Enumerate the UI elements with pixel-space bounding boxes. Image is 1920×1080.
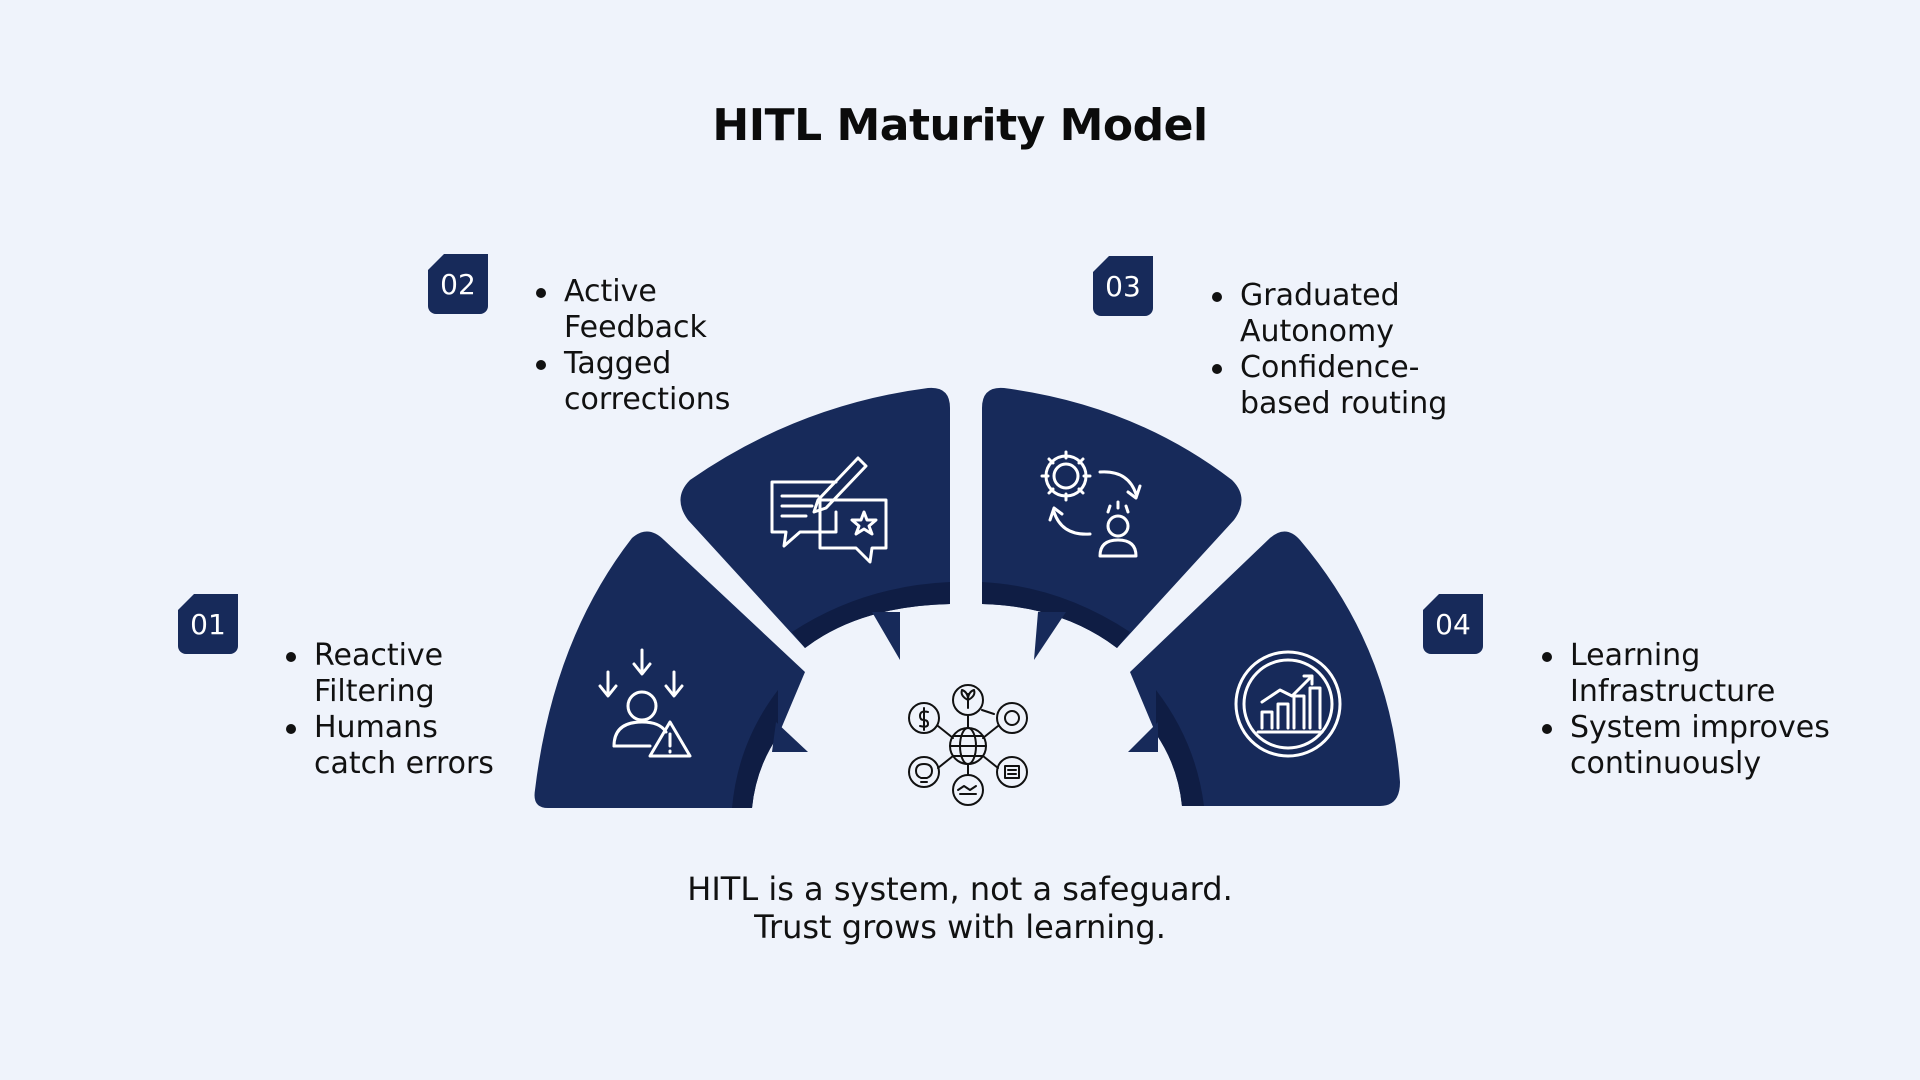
tagline-line-2: Trust grows with learning. bbox=[754, 908, 1166, 946]
bullet-line: corrections bbox=[564, 382, 731, 417]
bullet-line: Active bbox=[564, 274, 657, 309]
page-title: HITL Maturity Model bbox=[712, 100, 1208, 151]
bullet-line: Filtering bbox=[314, 674, 435, 709]
stage-02-bullets: Active Feedback Tagged corrections bbox=[534, 274, 730, 418]
segment-inner-arc-01 bbox=[732, 690, 778, 808]
bullet-line: Reactive bbox=[314, 638, 444, 673]
chat-feedback-with-pen-and-star-icon bbox=[770, 456, 888, 564]
bullet-line: Infrastructure bbox=[1570, 674, 1776, 709]
segment-shape-01 bbox=[534, 531, 805, 808]
bullet-item: Confidence- based routing bbox=[1210, 350, 1447, 422]
bullet-line: continuously bbox=[1570, 746, 1762, 781]
segment-01 bbox=[534, 531, 808, 808]
segment-pointer-01 bbox=[772, 722, 808, 752]
bullet-line: Feedback bbox=[564, 310, 707, 345]
bullet-line: Graduated bbox=[1240, 278, 1400, 313]
segment-shape-04 bbox=[1130, 531, 1400, 806]
bullet-item: Reactive Filtering bbox=[284, 638, 494, 710]
tagline-line-1: HITL is a system, not a safeguard. bbox=[687, 870, 1233, 908]
stage-04-bullets: Learning Infrastructure System improves … bbox=[1540, 638, 1830, 782]
segment-inner-arc-02 bbox=[792, 582, 950, 648]
bullet-line: Tagged bbox=[564, 346, 672, 381]
bullet-item: Tagged corrections bbox=[534, 346, 730, 418]
segment-03 bbox=[982, 387, 1242, 660]
bullet-line: catch errors bbox=[314, 746, 494, 781]
bullet-item: Active Feedback bbox=[534, 274, 730, 346]
bullet-line: based routing bbox=[1240, 386, 1448, 421]
segment-shape-02 bbox=[680, 387, 950, 648]
bullet-item: Learning Infrastructure bbox=[1540, 638, 1830, 710]
stage-03-bullets: Graduated Autonomy Confidence- based rou… bbox=[1210, 278, 1447, 422]
segment-inner-arc-04 bbox=[1156, 690, 1204, 806]
stage-badge-02: 02 bbox=[428, 254, 488, 314]
growth-chart-cycle-icon bbox=[1234, 650, 1342, 758]
stage-badge-03: 03 bbox=[1093, 256, 1153, 316]
stage-badge-04: 04 bbox=[1423, 594, 1483, 654]
bullet-item: System improves continuously bbox=[1540, 710, 1830, 782]
bullet-line: Confidence- bbox=[1240, 350, 1420, 385]
bullet-line: Humans bbox=[314, 710, 438, 745]
tagline: HITL is a system, not a safeguard. Trust… bbox=[0, 870, 1920, 946]
stage-badge-01: 01 bbox=[178, 594, 238, 654]
segment-04 bbox=[1128, 531, 1400, 806]
gear-cycle-person-stars-icon bbox=[1040, 450, 1142, 558]
bullet-item: Graduated Autonomy bbox=[1210, 278, 1447, 350]
bullet-line: System improves bbox=[1570, 710, 1830, 745]
globe-with-business-icons bbox=[908, 684, 1028, 806]
segment-pointer-04 bbox=[1128, 722, 1158, 752]
segment-02 bbox=[680, 387, 950, 660]
segment-pointer-02 bbox=[872, 612, 900, 660]
bullet-line: Learning bbox=[1570, 638, 1701, 673]
user-with-down-arrows-and-warning-icon bbox=[598, 648, 692, 758]
segment-pointer-03 bbox=[1034, 612, 1066, 660]
stage-01-bullets: Reactive Filtering Humans catch errors bbox=[284, 638, 494, 782]
bullet-item: Humans catch errors bbox=[284, 710, 494, 782]
bullet-line: Autonomy bbox=[1240, 314, 1394, 349]
